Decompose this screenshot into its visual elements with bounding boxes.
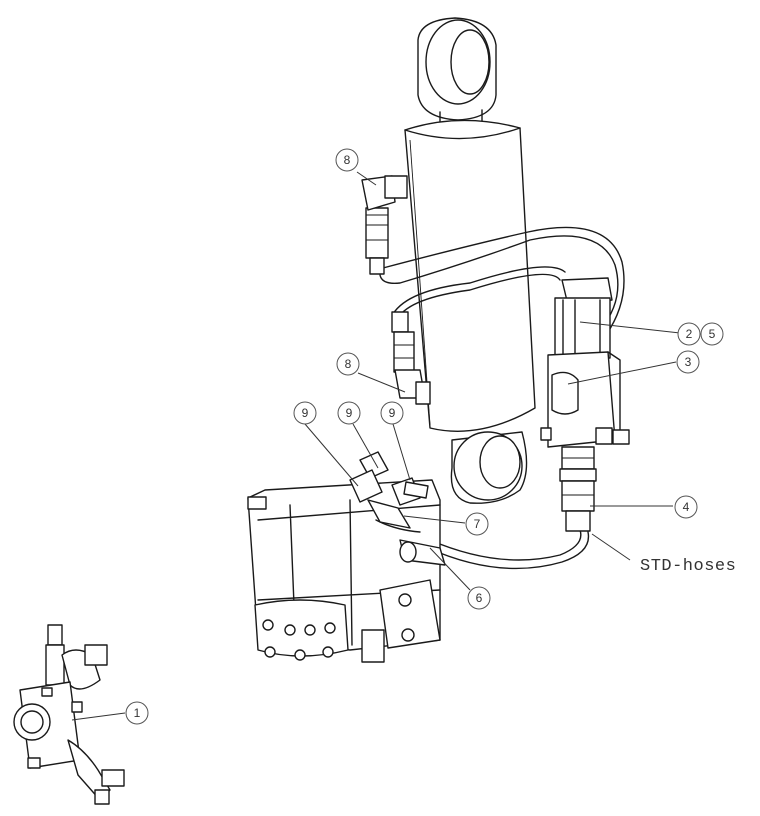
- callout-1: 1: [125, 701, 149, 725]
- std-hoses-label: STD-hoses: [640, 557, 736, 576]
- callout-9-a: 9: [293, 401, 317, 425]
- callout-8-top: 8: [335, 148, 359, 172]
- svg-text:5: 5: [709, 327, 716, 341]
- callout-7: 7: [465, 512, 489, 536]
- hydraulic-pump: [247, 479, 446, 663]
- fitting-8-upper: [361, 175, 408, 275]
- svg-text:6: 6: [476, 591, 483, 605]
- cylinder-bottom-eye: [450, 431, 528, 504]
- svg-text:1: 1: [134, 706, 141, 720]
- callout-8-mid: 8: [336, 352, 360, 376]
- callout-5: 5: [700, 322, 724, 346]
- svg-text:8: 8: [344, 153, 351, 167]
- callout-6: 6: [467, 586, 491, 610]
- callout-9-c: 9: [380, 401, 404, 425]
- svg-text:9: 9: [346, 406, 353, 420]
- callout-9-b: 9: [337, 401, 361, 425]
- cylinder-barrel: [404, 119, 536, 432]
- svg-text:9: 9: [302, 406, 309, 420]
- leader-lines: [71, 171, 690, 721]
- svg-text:8: 8: [345, 357, 352, 371]
- svg-text:7: 7: [474, 517, 481, 531]
- hydraulic-cylinder: [404, 17, 536, 504]
- svg-text:4: 4: [683, 500, 690, 514]
- svg-text:9: 9: [389, 406, 396, 420]
- valve-assembly-item-1: [13, 624, 125, 805]
- callout-3: 3: [676, 350, 700, 374]
- fittings-9: [349, 451, 429, 533]
- callout-4: 4: [674, 495, 698, 519]
- cylinder-top-eye: [417, 17, 497, 129]
- svg-text:2: 2: [686, 327, 693, 341]
- svg-text:3: 3: [685, 355, 692, 369]
- valve-block: [540, 277, 630, 532]
- callout-2: 2: [677, 322, 701, 346]
